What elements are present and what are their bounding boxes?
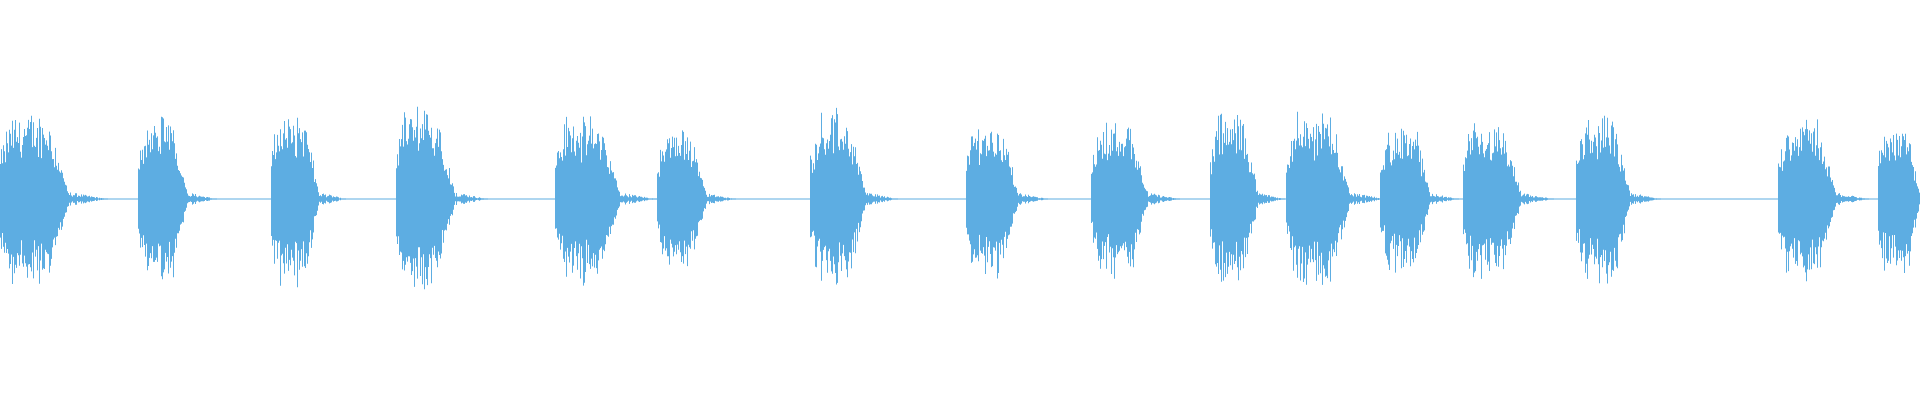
waveform-burst-4	[396, 106, 488, 290]
waveform-burst-path	[1210, 113, 1285, 282]
waveform-burst-1	[0, 115, 108, 284]
waveform-burst-path	[1091, 122, 1180, 279]
waveform-burst-path	[1463, 123, 1554, 279]
waveform-burst-11	[1286, 111, 1386, 285]
waveform-burst-3	[271, 117, 346, 288]
waveform-burst-path	[1778, 119, 1869, 282]
waveform-burst-path	[966, 129, 1048, 279]
waveform-burst-path	[1576, 115, 1661, 284]
waveform-burst-5	[555, 116, 657, 286]
waveform-burst-6	[657, 130, 736, 267]
waveform-burst-15	[1778, 119, 1869, 282]
waveform-burst-path	[810, 107, 898, 285]
waveform-burst-path	[271, 117, 346, 288]
waveform-burst-12	[1380, 128, 1459, 273]
waveform-burst-path	[555, 116, 657, 286]
waveform-burst-path	[1380, 128, 1459, 273]
waveform-burst-10	[1210, 113, 1285, 282]
waveform-burst-16	[1878, 133, 1920, 273]
waveform-burst-13	[1463, 123, 1554, 279]
waveform-burst-path	[1286, 111, 1386, 285]
waveform-burst-path	[138, 116, 217, 280]
waveform-burst-14	[1576, 115, 1661, 284]
waveform-burst-path	[0, 115, 108, 284]
waveform-burst-path	[657, 130, 736, 267]
waveform-burst-path	[1878, 133, 1920, 273]
waveform-burst-path	[396, 106, 488, 290]
waveform-burst-2	[138, 116, 217, 280]
waveform-bursts	[0, 106, 1920, 290]
waveform-burst-7	[810, 107, 898, 285]
waveform-burst-8	[966, 129, 1048, 279]
waveform-burst-9	[1091, 122, 1180, 279]
